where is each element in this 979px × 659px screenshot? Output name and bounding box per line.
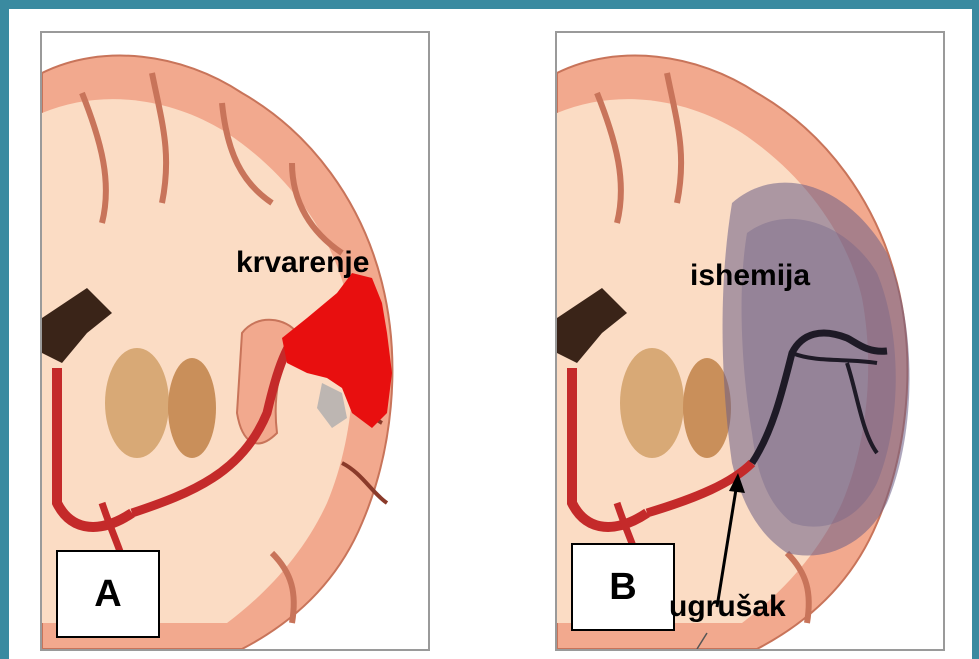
panel-label-a: A — [56, 550, 160, 638]
hemorrhage-label: krvarenje — [236, 246, 369, 280]
panel-a-hemorrhage: krvarenje A — [40, 31, 430, 651]
ischemia-label: ishemija — [690, 259, 810, 293]
panel-label-b: B — [571, 543, 675, 631]
panel-b-ischemia: ishemija B ugrušak — [555, 31, 945, 651]
clot-label: ugrušak — [669, 590, 786, 624]
